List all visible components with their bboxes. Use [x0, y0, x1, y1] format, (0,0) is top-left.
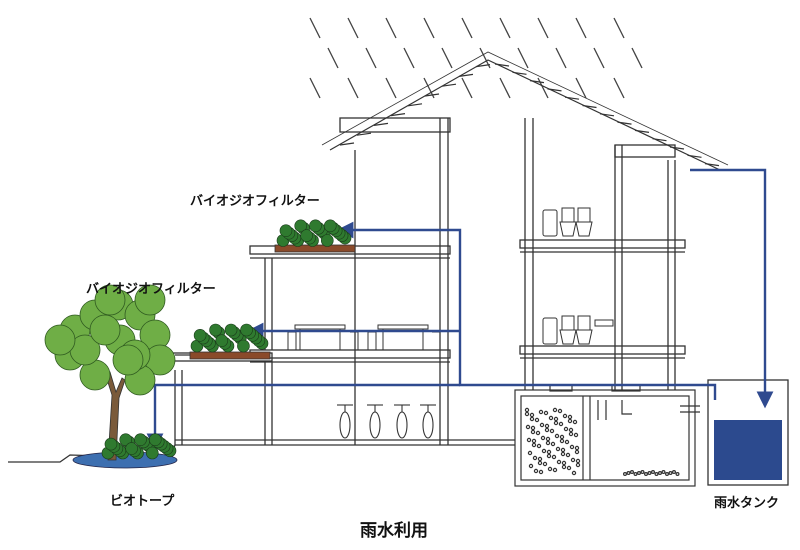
shrub-icon [190, 323, 269, 353]
biofilter-mid [189, 323, 271, 360]
water-flow [146, 168, 774, 451]
furniture [287, 324, 441, 350]
biofilter-top [274, 219, 356, 253]
biofilter-top-label: バイオジオフィルター [190, 194, 320, 209]
bicycle-icon [337, 404, 436, 439]
diagram-title: 雨水利用 [360, 521, 428, 541]
biotope [44, 284, 178, 469]
biotope-label: ビオトープ [110, 494, 175, 509]
treatment-tanks [514, 384, 700, 487]
roof [321, 51, 729, 171]
rain-icon [309, 17, 643, 99]
biofilter-mid-label: バイオジオフィルター [86, 282, 216, 297]
toilet-icon [542, 207, 614, 345]
shrub-icon [276, 219, 352, 247]
tree-icon [44, 284, 176, 461]
rain-tank-label: 雨水タンク [714, 496, 780, 511]
shrub-icon [101, 433, 177, 460]
rain-tank-icon [707, 379, 789, 486]
